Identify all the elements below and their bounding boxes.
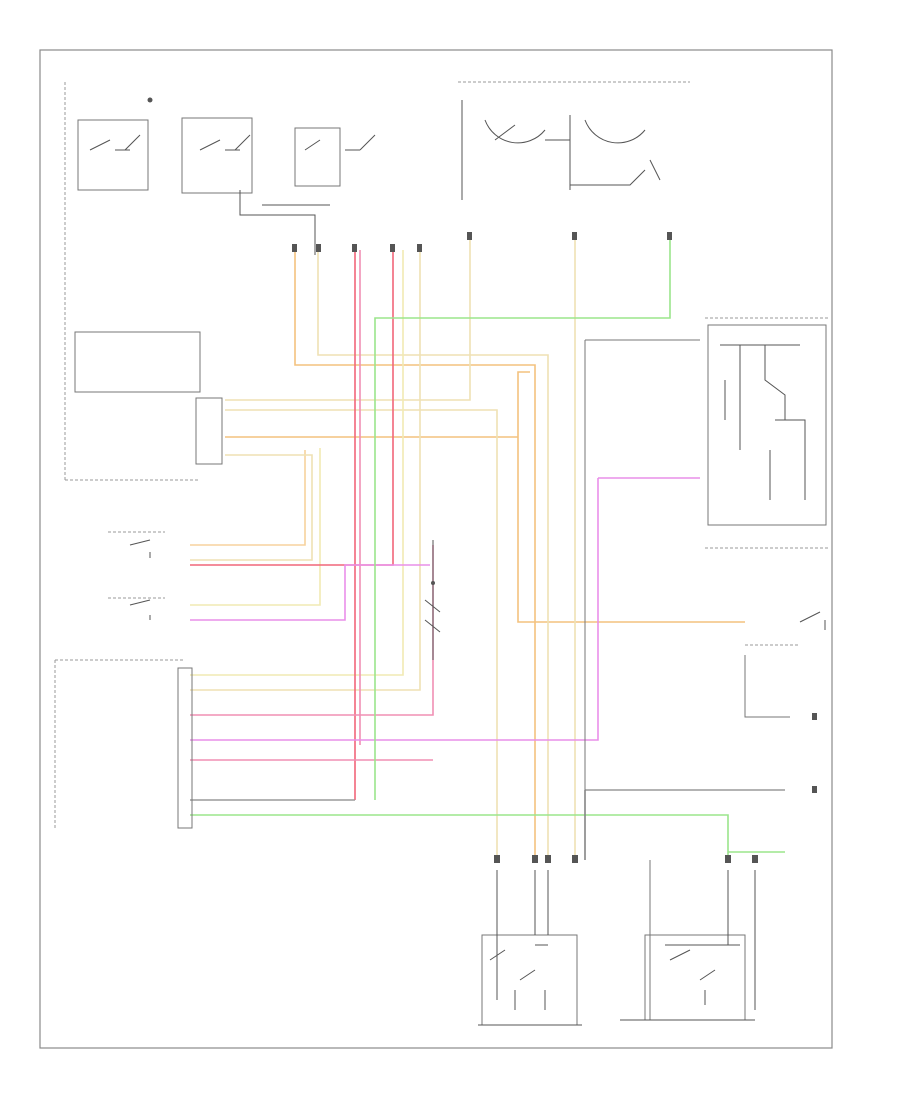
pin-7 (572, 232, 577, 240)
pin-4 (390, 244, 395, 252)
wire-tan-2 (225, 409, 498, 860)
wire-black-3 (744, 655, 790, 718)
bottom-pin-1 (494, 855, 500, 863)
bottom-right-box (644, 934, 746, 1021)
bottom-pin-6 (752, 855, 758, 863)
switch-link-1 (239, 190, 316, 255)
center-relay (424, 540, 441, 660)
wire-green-1 (374, 240, 671, 800)
fcm-connector-strip (195, 397, 223, 465)
front-control-module (65, 331, 223, 481)
pin-5 (417, 244, 422, 252)
relay-dot (431, 581, 435, 585)
switch-block-2 (181, 117, 253, 194)
pin-2 (316, 244, 321, 252)
switch-contact-3 (304, 134, 376, 151)
right-lamp-switch (745, 611, 826, 793)
top-left-switches (64, 82, 376, 480)
right-relay-circuit (720, 344, 806, 500)
bottom-right-module (620, 870, 756, 1021)
wire-green-2 (190, 814, 729, 860)
bcm-connector-strip (177, 667, 193, 829)
switch-block-3 (294, 127, 341, 187)
bottom-connectors (494, 855, 758, 863)
fcm-switch-box (74, 331, 201, 393)
wire-orange-2 (517, 371, 745, 623)
wire-tan-4 (190, 250, 421, 691)
right-switch-symbol (799, 611, 826, 630)
bottom-right-circuit (665, 870, 756, 1010)
ground-dot-1 (147, 97, 153, 103)
switch-block-1 (77, 119, 149, 191)
wire-tan-5 (225, 240, 471, 401)
bottom-pin-5 (725, 855, 731, 863)
bottom-module-circuit (489, 870, 549, 1010)
right-relay-module (705, 317, 830, 549)
bottom-pin-2 (532, 855, 538, 863)
wire-orange-4 (190, 450, 306, 546)
bottom-pin-3 (545, 855, 551, 863)
left-switch-1 (129, 539, 151, 558)
ground-right-2 (812, 786, 817, 793)
top-connectors (292, 232, 672, 252)
diagram-frame (39, 49, 833, 1049)
wire-lightyellow-2 (190, 250, 404, 676)
wire-magenta-2 (190, 478, 599, 741)
bottom-module-box (481, 934, 578, 1026)
switch-contact-1 (89, 134, 141, 151)
ground-right-1 (812, 713, 817, 720)
wire-tan-1 (317, 250, 549, 860)
left-switch-2 (129, 599, 151, 620)
rotary-contact-1 (494, 124, 570, 141)
wire-red-2 (190, 250, 394, 566)
wire-orange-1 (294, 250, 536, 860)
body-control-module (54, 659, 193, 830)
bottom-switch-module (478, 870, 582, 1026)
wire-tan-3 (190, 454, 313, 561)
right-relay-box (707, 324, 827, 526)
bottom-pin-4 (572, 855, 578, 863)
switch-contact-2 (199, 134, 251, 151)
left-switches (108, 531, 165, 620)
pin-3 (352, 244, 357, 252)
wires-group (190, 240, 790, 1020)
pin-1 (292, 244, 297, 252)
rotary-switch-module (458, 81, 690, 200)
pin-8 (667, 232, 672, 240)
relay-symbol (424, 599, 441, 633)
wire-lightyellow-1 (190, 448, 321, 606)
pin-6 (467, 232, 472, 240)
rotary-arc-2 (584, 119, 646, 144)
rotary-contact-2 (570, 159, 661, 186)
rotary-arc-1 (484, 119, 546, 144)
wire-magenta-3 (190, 564, 430, 621)
